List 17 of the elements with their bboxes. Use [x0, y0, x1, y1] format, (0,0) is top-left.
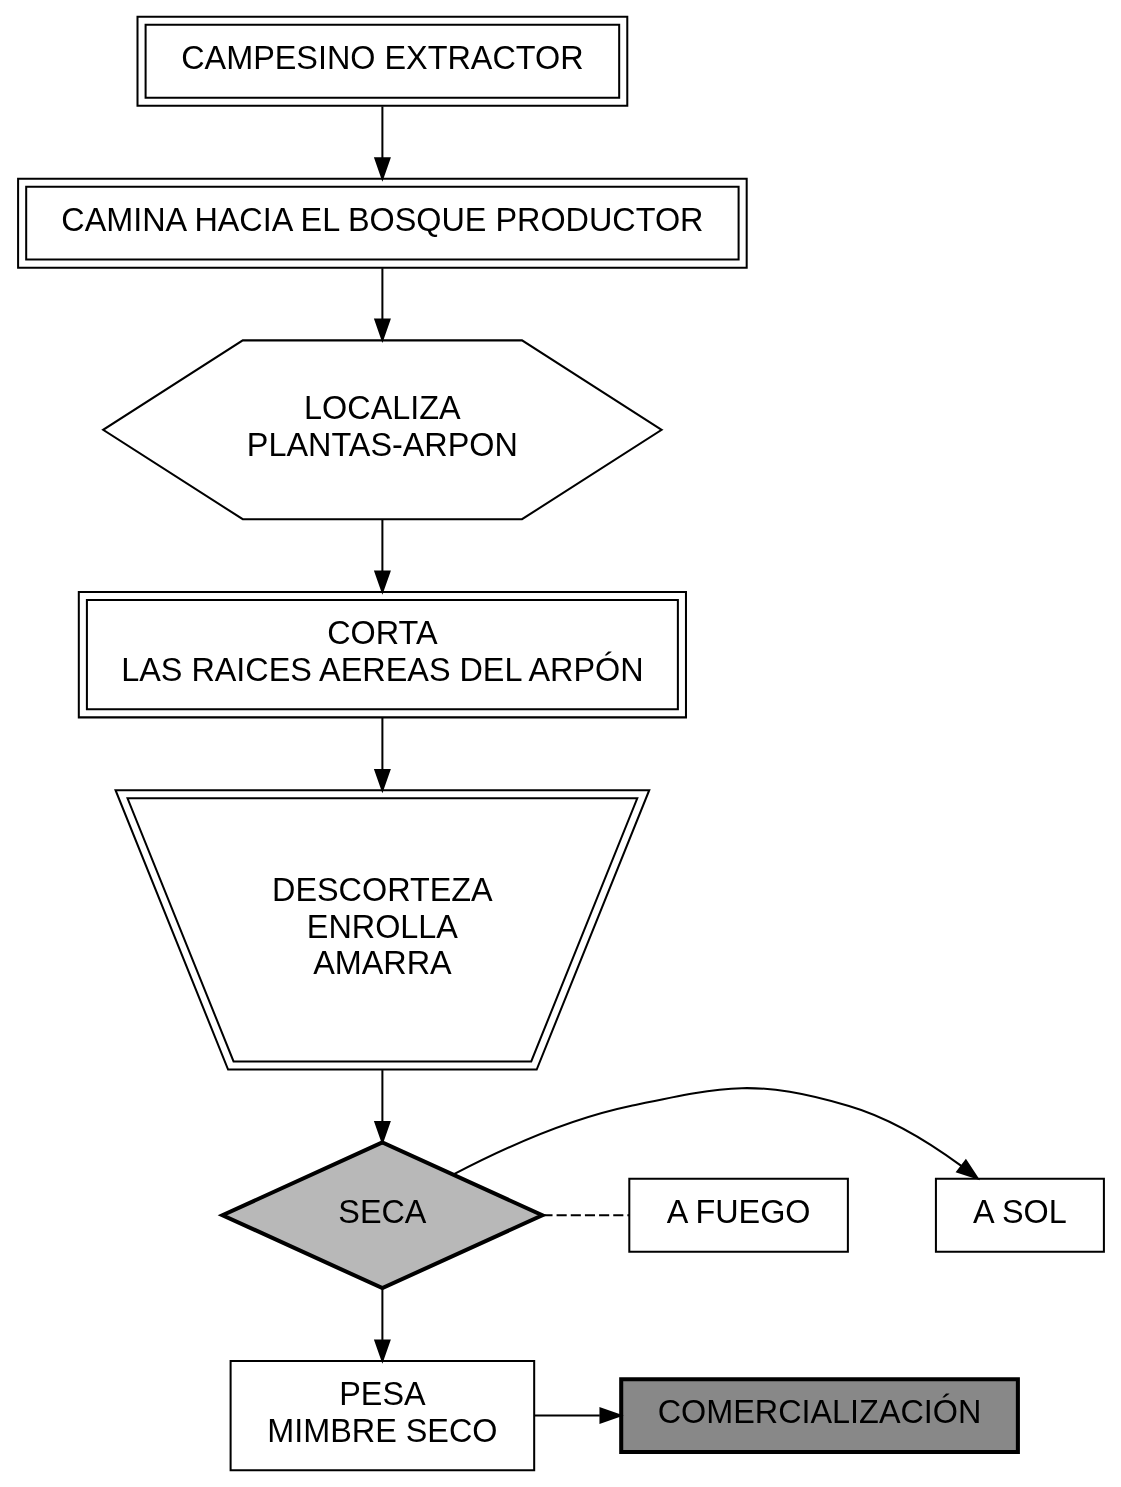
arrow [373, 1288, 391, 1364]
arrow [452, 1087, 980, 1181]
node-box: A SOL [934, 1177, 1105, 1253]
arrow [373, 717, 391, 794]
arrow [373, 519, 391, 595]
arrow [533, 1407, 624, 1425]
node-box: CAMPESINO EXTRACTOR [136, 15, 628, 107]
node-box: CAMINA HACIA EL BOSQUE PRODUCTOR [16, 177, 748, 269]
arrow [373, 268, 391, 343]
node-box: PESA MIMBRE SECO [229, 1359, 535, 1472]
arrow [373, 1070, 391, 1146]
arrow [373, 106, 391, 182]
node-box: COMERCIALIZACIÓN [618, 1377, 1020, 1455]
node-diamond: SECA [217, 1140, 547, 1291]
node-box: A FUEGO [627, 1177, 849, 1253]
connector [541, 1214, 629, 1217]
node-box: CORTA LAS RAICES AEREAS DEL ARPÓN [77, 590, 687, 719]
